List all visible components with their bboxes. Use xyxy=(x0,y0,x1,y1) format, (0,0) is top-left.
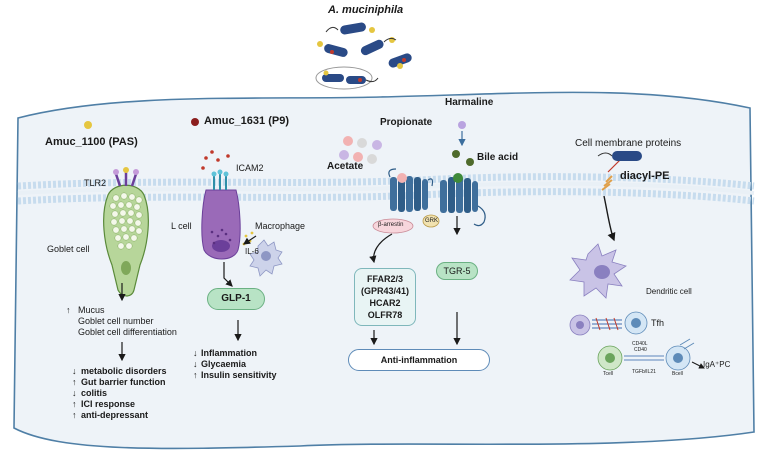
goblet-cell xyxy=(103,167,149,297)
l-cell-label: L cell xyxy=(171,221,192,231)
outcome-text: anti-depressant xyxy=(81,410,149,420)
outcome-text: colitis xyxy=(81,388,108,398)
outcome-text: Glycaemia xyxy=(201,359,247,369)
goblet-cell-label: Goblet cell xyxy=(47,244,90,254)
bile-acid-dot-2 xyxy=(466,158,474,166)
outcome-arrow: ↓ xyxy=(193,359,198,369)
il6-label: IL-6 xyxy=(245,247,259,256)
goblet-effect-item: Goblet cell number xyxy=(78,316,154,326)
beta-arrestin-label: β-arrestin xyxy=(378,222,404,228)
anti-inflammation-label: Anti-inflammation xyxy=(380,355,458,365)
cd40-label: CD40 xyxy=(634,347,647,353)
ffar-receptor xyxy=(372,168,440,234)
outcome-text: metabolic disorders xyxy=(81,366,167,376)
dendritic-cell xyxy=(569,243,627,299)
outcome-text: Inflammation xyxy=(201,348,258,358)
harmaline-label: Harmaline xyxy=(445,97,494,108)
acetate-label: Acetate xyxy=(327,161,364,172)
glp1-badge: GLP-1 xyxy=(207,288,265,310)
membrane-proteins-label: Cell membrane proteins xyxy=(575,138,682,149)
flow-arrows xyxy=(118,216,461,362)
tgr5-label: TGR-5 xyxy=(443,266,471,276)
outcome-arrow: ↑ xyxy=(72,410,77,420)
tfh-label: Tfh xyxy=(651,318,665,328)
icam2-label: ICAM2 xyxy=(236,163,264,173)
cd40l-label: CD40L xyxy=(632,341,648,347)
tgfb-il21-label: TGFb/IL21 xyxy=(632,369,656,375)
tgr5-badge: TGR-5 xyxy=(436,262,478,280)
amuc1100-label: Amuc_1100 (PAS) xyxy=(45,136,138,148)
outcome-arrow: ↓ xyxy=(193,348,198,358)
amuc1631-ligand xyxy=(191,118,199,126)
outcome-text: Insulin sensitivity xyxy=(201,370,277,380)
outcome-text: ICI response xyxy=(81,399,136,409)
tfh-interaction xyxy=(569,311,648,336)
tgr5-receptor xyxy=(440,173,486,227)
receptor-box-line: HCAR2 xyxy=(369,298,401,308)
acetate-propionate-dots xyxy=(339,136,382,164)
receptor-box-line: (GPR43/41) xyxy=(360,286,410,296)
bacteria-cluster xyxy=(315,22,412,90)
goblet-effect-item: Mucus xyxy=(78,305,105,315)
outcome-text: Gut barrier function xyxy=(81,377,166,387)
membrane-protein-bacterium xyxy=(612,151,642,161)
outcome-arrow: ↓ xyxy=(72,388,77,398)
iga-pc-label: IgA⁺PC xyxy=(703,360,731,369)
iga-plasma-interaction xyxy=(597,338,705,371)
macrophage xyxy=(242,231,283,277)
goblet-effect-arrow-0: ↑ xyxy=(66,305,71,315)
harmaline-dot xyxy=(458,121,466,129)
bcell-label: Bcell xyxy=(672,371,683,377)
outcome-arrow: ↑ xyxy=(193,370,198,380)
bile-acid-label: Bile acid xyxy=(477,152,519,163)
glp1-label: GLP-1 xyxy=(221,293,251,304)
propionate-label: Propionate xyxy=(380,117,433,128)
outcome-arrow: ↑ xyxy=(72,377,77,387)
macrophage-label: Macrophage xyxy=(255,221,306,231)
grk-label: GRK xyxy=(425,218,439,224)
outcome-arrow: ↑ xyxy=(72,399,77,409)
amuc1100-ligand xyxy=(84,121,92,129)
goblet-effect-item: Goblet cell differentiation xyxy=(78,327,177,337)
tcell-label: Tcell xyxy=(603,371,614,377)
amuc1631-label: Amuc_1631 (P9) xyxy=(204,115,289,127)
receptor-box-line: OLFR78 xyxy=(367,310,403,320)
ffar-receptor-box: FFAR2/3 (GPR43/41) HCAR2 OLFR78 xyxy=(354,268,416,326)
l-cell xyxy=(201,150,241,260)
diacyl-pe-label: diacyl-PE xyxy=(620,170,670,182)
bile-acid-dot-1 xyxy=(452,150,460,158)
organism-title: A. muciniphila xyxy=(328,4,404,16)
anti-inflammation-box: Anti-inflammation xyxy=(348,349,490,371)
dendritic-cell-label: Dendritic cell xyxy=(646,287,692,296)
tlr2-label: TLR2 xyxy=(84,178,107,188)
receptor-box-line: FFAR2/3 xyxy=(366,274,403,284)
outcome-arrow: ↓ xyxy=(72,366,77,376)
